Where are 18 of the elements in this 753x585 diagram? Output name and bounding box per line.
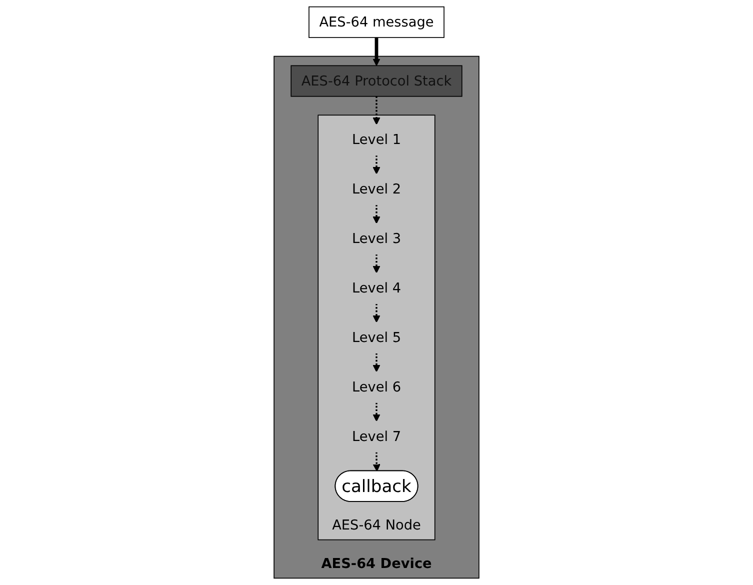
node-text: Level 2 — [352, 180, 402, 197]
node-text: Level 5 — [352, 329, 402, 346]
node-box: AES-64 Protocol Stack — [290, 65, 462, 97]
arrow — [372, 452, 380, 472]
arrow — [372, 155, 380, 174]
node-text: Level 7 — [352, 428, 402, 444]
node-text: Level 1 — [352, 131, 402, 148]
arrow — [372, 204, 380, 224]
node-text: Level 4 — [352, 280, 402, 296]
arrow — [372, 402, 380, 422]
node-box: AES-64 message — [308, 6, 444, 38]
arrow — [372, 353, 380, 372]
arrow — [372, 254, 380, 274]
arrow — [372, 96, 380, 125]
arrow — [372, 37, 380, 66]
arrow — [372, 304, 380, 323]
node-text: Level 6 — [352, 378, 402, 395]
node-text: Level 3 — [352, 230, 402, 246]
